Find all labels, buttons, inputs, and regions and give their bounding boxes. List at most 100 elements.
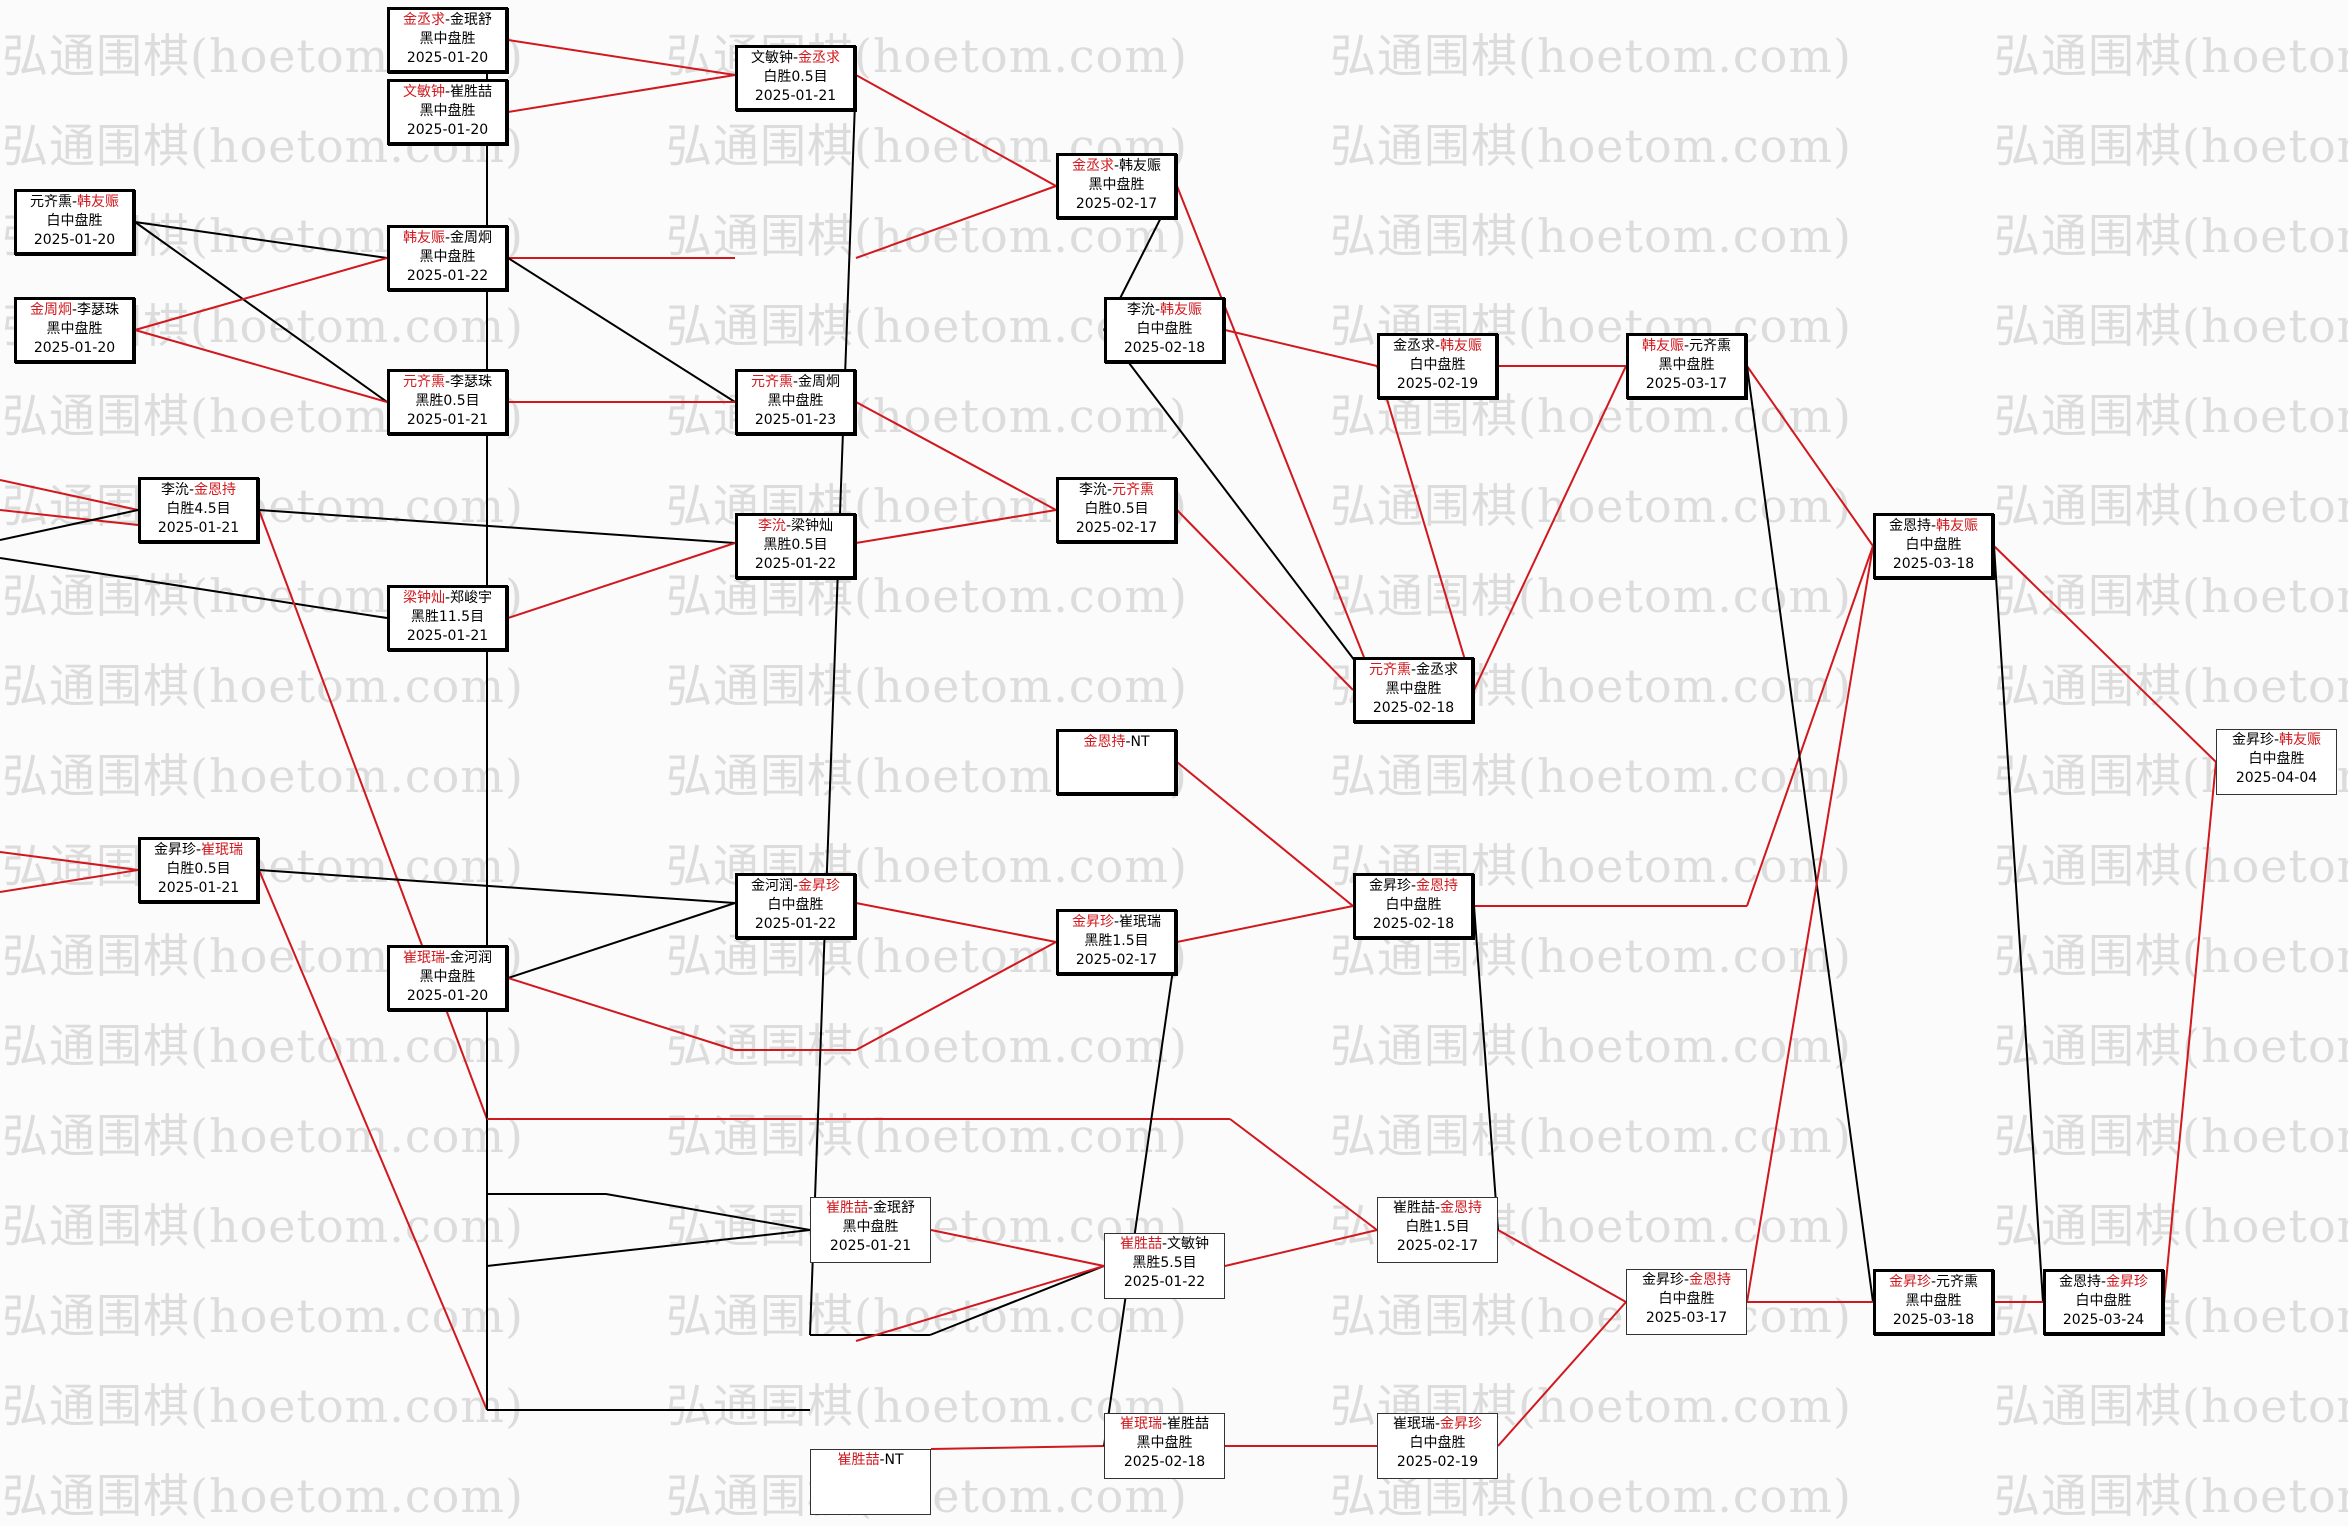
player-black: 文敏钟 [750, 50, 793, 66]
match-date: 2025-02-18 [1372, 916, 1455, 932]
player-black: 李沇 [1126, 302, 1155, 318]
bracket-connector [1473, 365, 1627, 691]
match-result: 白胜4.5目 [166, 501, 231, 517]
bracket-connector [1103, 329, 1378, 691]
match-players: 金恩持-金昇珍 [2046, 1273, 2161, 1292]
bracket-connector [929, 1265, 1105, 1336]
match-date: 2025-01-20 [406, 50, 489, 66]
match-date: 2025-03-24 [2062, 1312, 2145, 1328]
match-players: 金河润-金昇珍 [738, 877, 853, 896]
bracket-connector [258, 869, 736, 904]
match-result: 白胜0.5目 [1084, 501, 1149, 517]
player-separator: - [444, 230, 451, 246]
bracket-connector [2163, 761, 2217, 1303]
player-white: 金恩持 [1689, 1272, 1732, 1288]
bracket-connector [1176, 905, 1354, 943]
bracket-connector [930, 1445, 1105, 1450]
player-separator: - [1113, 158, 1120, 174]
match-result: 白胜0.5目 [166, 861, 231, 877]
match-result: 黑中盘胜 [1658, 357, 1715, 373]
bracket-connector [1497, 1229, 1627, 1303]
bracket-connector [1176, 761, 1354, 907]
bracket-connector [809, 74, 857, 1336]
player-black: 崔胜喆 [1392, 1200, 1435, 1216]
player-black: 韩友赈 [402, 230, 445, 246]
player-white: 金恩持 [1440, 1200, 1483, 1216]
match-date: 2025-02-19 [1396, 376, 1479, 392]
bracket-connector [605, 1193, 811, 1231]
player-separator: - [1161, 1416, 1168, 1432]
bracket-connector [1376, 365, 1475, 691]
player-white: 文敏钟 [1167, 1236, 1210, 1252]
bracket-connector [0, 557, 388, 619]
player-separator: - [1434, 1416, 1441, 1432]
match-box[interactable]: 崔胜喆-NT [810, 1449, 931, 1515]
player-separator: - [1154, 302, 1161, 318]
player-separator: - [1683, 1272, 1690, 1288]
match-result: 黑胜11.5目 [410, 609, 485, 625]
player-white: 金周炯 [450, 230, 493, 246]
match-box[interactable]: 金恩持-NT [1056, 729, 1177, 795]
bracket-connector [1746, 545, 1874, 1303]
bracket-connector [1103, 941, 1178, 1447]
player-separator: - [444, 374, 451, 390]
player-separator: - [71, 302, 78, 318]
bracket-connector [1176, 509, 1354, 691]
match-date: 2025-03-17 [1645, 376, 1728, 392]
match-result: 黑中盘胜 [1385, 681, 1442, 697]
match-date: 2025-02-17 [1396, 1238, 1479, 1254]
player-black: 韩友赈 [1641, 338, 1684, 354]
bracket-connector [1229, 1118, 1378, 1231]
bracket-connector [0, 509, 139, 541]
bracket-connector [1224, 329, 1378, 367]
match-date: 2025-01-20 [33, 340, 116, 356]
player-white: 郑峻宇 [450, 590, 493, 606]
match-result: 黑胜0.5目 [415, 393, 480, 409]
player-black: 元齐熏 [402, 374, 445, 390]
player-separator: - [1930, 1274, 1937, 1290]
match-date: 2025-03-17 [1645, 1310, 1728, 1326]
bracket-connector [507, 977, 736, 1051]
player-separator: - [1113, 914, 1120, 930]
match-result: 黑中盘胜 [419, 969, 476, 985]
match-players: 金昇珍-崔珉瑞 [141, 841, 256, 860]
player-separator: - [188, 482, 195, 498]
player-black: 文敏钟 [402, 84, 445, 100]
match-date: 2025-01-21 [754, 88, 837, 104]
player-black: 金周炯 [29, 302, 72, 318]
bracket-connector [1224, 1229, 1378, 1267]
